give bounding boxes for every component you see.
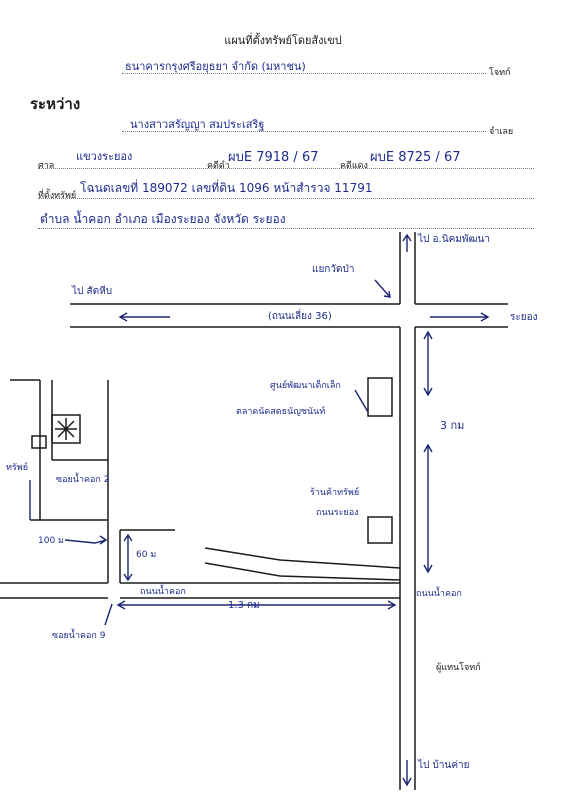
school-building xyxy=(367,377,393,417)
address-rule xyxy=(38,228,534,229)
label-soi9: ซอยน้ำคอก 9 xyxy=(52,631,106,641)
court-label: ศาล xyxy=(38,161,55,171)
label-3km: 3 กม xyxy=(440,419,465,432)
label-plaintiff-rep: ผู้แทนโจทก์ xyxy=(436,663,481,673)
label-rayong: ระยอง xyxy=(510,312,538,323)
black-no-value: ผบE 7918 / 67 xyxy=(228,150,319,165)
label-right-road: ถนนน้ำคอก xyxy=(416,589,462,599)
label-road-bottom: ถนนน้ำคอก xyxy=(140,587,186,597)
market-building xyxy=(367,516,393,544)
red-no-label: คดีแดง xyxy=(340,161,368,171)
label-market2: ถนนระยอง xyxy=(316,508,359,518)
address-line: ตำบล น้ำคอก อำเภอ เมืองระยอง จังหวัด ระย… xyxy=(40,212,286,226)
defendant-name: นางสาวสรัญญา สมประเสริฐ xyxy=(130,118,265,131)
plaintiff-name: ธนาคารกรุงศรีอยุธยา จำกัด (มหาชน) xyxy=(125,60,306,73)
label-yaek: แยกวัดป่า xyxy=(312,264,355,275)
location-label: ที่ตั้งทรัพย์ xyxy=(38,191,77,201)
label-60m: 60 ม xyxy=(136,550,157,560)
case-line xyxy=(38,168,534,169)
page-title: แผนที่ตั้งทรัพย์โดยสังเขป xyxy=(224,34,342,47)
black-no-label: คดีดำ xyxy=(207,161,230,171)
label-soi2: ซอยน้ำคอก 2 xyxy=(56,475,110,485)
red-no-value: ผบE 8725 / 67 xyxy=(370,150,461,165)
label-nikhom: ไป อ.นิคมพัฒนา xyxy=(418,234,490,245)
plaintiff-role: โจทก์ xyxy=(489,68,511,78)
label-road36: (ถนนเลี่ยง 36) xyxy=(268,311,332,322)
label-sattahip: ไป สัตหีบ xyxy=(72,286,113,297)
court-value: แขวงระยอง xyxy=(76,150,133,163)
defendant-role: จำเลย xyxy=(489,127,514,137)
label-to-bottom: ไป บ้านค่าย xyxy=(418,760,470,771)
label-100m: 100 ม xyxy=(38,536,64,546)
label-subject: ทรัพย์ xyxy=(6,463,28,473)
label-school: ศูนย์พัฒนาเด็กเล็ก xyxy=(270,381,341,391)
label-1-3km: 1.3 กม xyxy=(228,600,260,611)
label-market: ร้านค้าทรัพย์ xyxy=(310,488,360,498)
deed-rule xyxy=(38,198,534,199)
deed-line: โฉนดเลขที่ 189072 เลขที่ดิน 1096 หน้าสำร… xyxy=(80,181,373,195)
between-label: ระหว่าง xyxy=(30,95,81,113)
defendant-line xyxy=(122,131,486,132)
label-school2: ตลาดนัดสดธนัญชนันท์ xyxy=(236,407,326,417)
plaintiff-line xyxy=(122,73,486,74)
subject-parcel xyxy=(51,414,81,444)
